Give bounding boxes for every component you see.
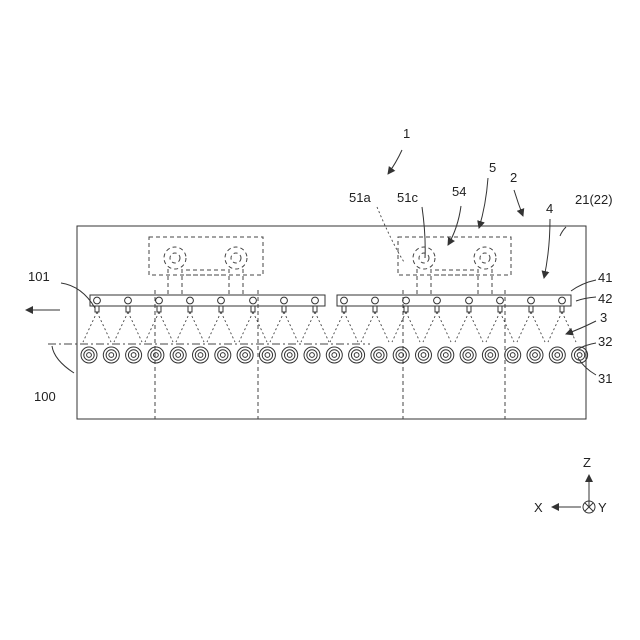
nozzle — [218, 297, 225, 312]
spray-cone — [548, 312, 576, 342]
nozzle — [528, 297, 535, 312]
roller — [237, 347, 253, 363]
roller — [438, 347, 454, 363]
roller — [416, 347, 432, 363]
spray-cone — [301, 312, 329, 342]
spray-cone — [83, 312, 111, 342]
label-conveyor: 3 — [600, 310, 607, 325]
spray-pipe-right — [337, 295, 571, 306]
nozzle — [434, 297, 441, 312]
roller — [326, 347, 342, 363]
nozzle-row — [94, 297, 566, 312]
roller — [215, 347, 231, 363]
nozzle — [372, 297, 379, 312]
spray-cone — [361, 312, 389, 342]
label-pump-a: 51a — [349, 190, 371, 205]
roller — [304, 347, 320, 363]
roller — [527, 347, 543, 363]
spray-cone — [455, 312, 483, 342]
spray-cone — [486, 312, 514, 342]
spray-cones — [83, 312, 576, 342]
nozzle — [312, 297, 319, 312]
label-spray-unit: 4 — [546, 201, 553, 216]
spray-cone — [270, 312, 298, 342]
roller — [549, 347, 565, 363]
label-roller-shaft: 31 — [598, 371, 612, 386]
spray-cone — [114, 312, 142, 342]
spray-cone — [517, 312, 545, 342]
nozzle — [94, 297, 101, 312]
vertical-guides — [155, 290, 505, 419]
axis-label-z: Z — [583, 455, 591, 470]
label-pump-unit: 5 — [489, 160, 496, 175]
roller — [126, 347, 142, 363]
roller — [193, 347, 209, 363]
label-wall: 21(22) — [575, 192, 613, 207]
label-roller-ring: 32 — [598, 334, 612, 349]
axis-indicator — [552, 475, 595, 513]
spray-cone — [392, 312, 420, 342]
nozzle — [403, 297, 410, 312]
roller — [103, 347, 119, 363]
nozzle — [187, 297, 194, 312]
label-nozzle: 42 — [598, 291, 612, 306]
spray-cone — [176, 312, 204, 342]
axis-label-x: X — [534, 500, 543, 515]
pump-unit-right — [398, 237, 511, 295]
nozzle — [497, 297, 504, 312]
roller — [460, 347, 476, 363]
label-pump-line: 54 — [452, 184, 466, 199]
axis-label-y: Y — [598, 500, 607, 515]
roller — [259, 347, 275, 363]
roller — [482, 347, 498, 363]
spray-cone — [207, 312, 235, 342]
nozzle — [156, 297, 163, 312]
roller — [371, 347, 387, 363]
roller — [349, 347, 365, 363]
nozzle — [341, 297, 348, 312]
roller — [170, 347, 186, 363]
spray-cone — [239, 312, 267, 342]
spray-pipe-left — [90, 295, 325, 306]
label-spray-pipe: 41 — [598, 270, 612, 285]
spray-cone — [145, 312, 173, 342]
label-chamber: 2 — [510, 170, 517, 185]
roller — [505, 347, 521, 363]
roller — [148, 347, 164, 363]
roller — [393, 347, 409, 363]
nozzle — [559, 297, 566, 312]
nozzle — [125, 297, 132, 312]
roller — [81, 347, 97, 363]
pump-unit-left — [149, 237, 263, 295]
roller — [282, 347, 298, 363]
spray-cone — [423, 312, 451, 342]
chamber-outline — [77, 226, 586, 419]
label-device: 1 — [403, 126, 410, 141]
label-substrate-surface: 101 — [28, 269, 50, 284]
nozzle — [466, 297, 473, 312]
label-pump-c: 51c — [397, 190, 418, 205]
label-substrate: 100 — [34, 389, 56, 404]
roller-row — [81, 347, 588, 363]
spray-cone — [330, 312, 358, 342]
nozzle — [250, 297, 257, 312]
nozzle — [281, 297, 288, 312]
